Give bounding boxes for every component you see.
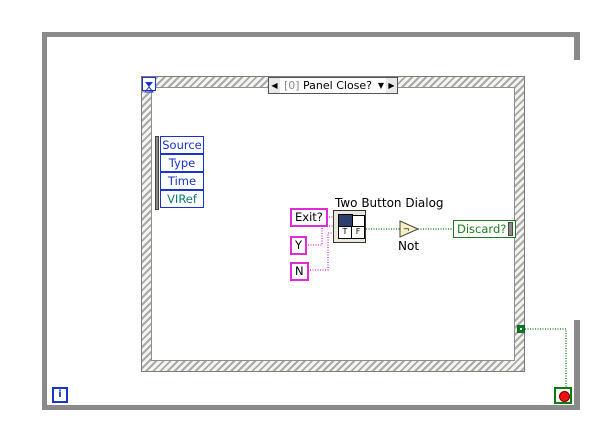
previous-case-arrow-icon[interactable]: ◀ bbox=[269, 78, 280, 93]
case-name: Panel Close? bbox=[303, 79, 373, 92]
iteration-terminal[interactable]: i bbox=[52, 387, 68, 403]
indicator-terminal-tab bbox=[508, 222, 513, 236]
case-index: [0] bbox=[283, 79, 300, 92]
button2-string-constant[interactable]: N bbox=[290, 262, 309, 281]
event-case-selector[interactable]: ◀ [0] Panel Close? ▼ ▶ bbox=[268, 77, 398, 94]
event-data-node[interactable]: Source Type Time VIRef bbox=[155, 136, 204, 210]
event-field-time[interactable]: Time bbox=[160, 172, 204, 190]
event-field-source[interactable]: Source bbox=[160, 136, 204, 154]
not-label: Not bbox=[398, 239, 420, 253]
discard-indicator[interactable]: Discard? bbox=[453, 220, 516, 238]
case-dropdown-arrow-icon[interactable]: ▼ bbox=[376, 78, 386, 93]
discard-indicator-label: Discard? bbox=[457, 222, 507, 236]
false-button-icon: F bbox=[351, 226, 365, 239]
event-field-type[interactable]: Type bbox=[160, 154, 204, 172]
stop-wire bbox=[525, 328, 567, 391]
button1-string-constant[interactable]: Y bbox=[290, 236, 308, 255]
dialog-label: Two Button Dialog bbox=[335, 196, 444, 210]
button2-wire bbox=[310, 232, 335, 271]
not-function[interactable]: ¬ bbox=[399, 220, 420, 238]
message-string-constant[interactable]: Exit? bbox=[290, 208, 328, 227]
timeout-terminal[interactable] bbox=[142, 77, 156, 93]
event-data-node-handle[interactable] bbox=[155, 136, 159, 210]
event-field-viref[interactable]: VIRef bbox=[160, 190, 204, 208]
two-button-dialog-function[interactable]: T F bbox=[333, 210, 366, 243]
button1-wire bbox=[308, 225, 335, 246]
stop-icon bbox=[559, 391, 570, 402]
event-structure-tunnel[interactable] bbox=[517, 325, 525, 333]
case-selector-label: [0] Panel Close? bbox=[280, 79, 376, 92]
next-case-arrow-icon[interactable]: ▶ bbox=[386, 78, 397, 93]
hourglass-icon bbox=[143, 82, 155, 93]
while-loop-gap bbox=[574, 60, 586, 320]
loop-condition-stop-terminal[interactable] bbox=[554, 387, 572, 404]
svg-text:¬: ¬ bbox=[403, 225, 410, 234]
true-button-icon: T bbox=[338, 226, 352, 239]
